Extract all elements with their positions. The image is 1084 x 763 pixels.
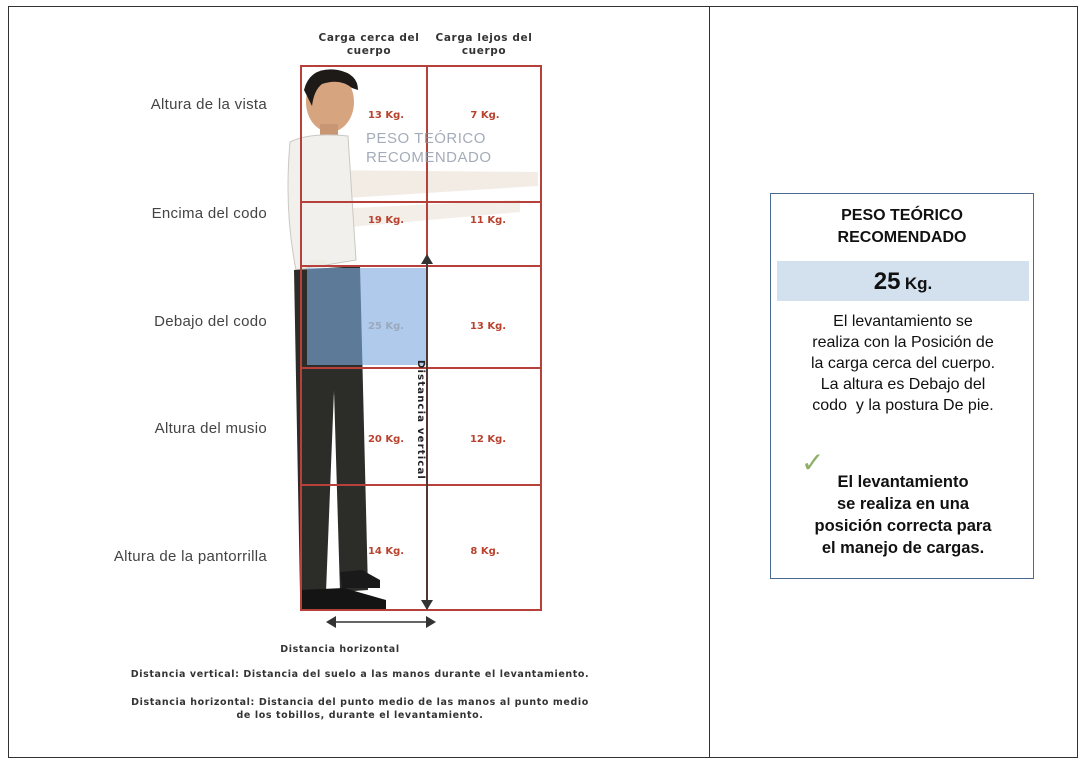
column-header-near: Carga cerca del cuerpo <box>318 32 420 57</box>
cell-far-eye: 7 Kg. <box>470 110 500 121</box>
vertical-distance-label: Distancia vertical <box>415 360 426 481</box>
weight-band: 25 Kg. <box>777 261 1029 301</box>
cell-near-above-elbow: 19 Kg. <box>367 215 405 226</box>
cell-far-thigh: 12 Kg. <box>469 434 507 445</box>
grid-line-2 <box>302 265 540 267</box>
info-title: PESO TEÓRICO RECOMENDADO <box>837 207 967 246</box>
correct-position-message: El levantamiento se realiza en una posic… <box>814 473 992 557</box>
cell-near-below-elbow: 25 Kg. <box>367 321 405 332</box>
cell-far-calf: 8 Kg. <box>470 546 500 557</box>
weight-unit: Kg. <box>904 274 933 293</box>
cell-far-below-elbow: 13 Kg. <box>469 321 507 332</box>
watermark-line-1: PESO TEÓRICO <box>366 130 486 147</box>
horizontal-distance-arrow <box>326 616 436 628</box>
cell-near-calf: 14 Kg. <box>367 546 405 557</box>
info-description: El levantamiento se realiza con la Posic… <box>810 313 996 414</box>
grid-line-3 <box>302 367 540 369</box>
watermark-line-2: RECOMENDADO <box>366 149 492 166</box>
column-header-far: Carga lejos del cuerpo <box>435 32 533 57</box>
recommended-weight-box: PESO TEÓRICO RECOMENDADO 25 Kg. El levan… <box>770 193 1034 579</box>
cell-near-thigh: 20 Kg. <box>367 434 405 445</box>
cell-far-above-elbow: 11 Kg. <box>469 215 507 226</box>
vertical-distance-arrow <box>421 254 433 610</box>
row-label-below-elbow: Debajo del codo <box>154 313 267 330</box>
checkmark-icon: ✓ <box>801 447 825 478</box>
definition-horizontal-line-1: Distancia horizontal: Distancia del punt… <box>131 697 589 708</box>
grid-line-1 <box>302 201 540 203</box>
grid-line-4 <box>302 484 540 486</box>
row-label-calf-height: Altura de la pantorrilla <box>113 548 267 565</box>
row-label-thigh-height: Altura del musio <box>154 420 267 437</box>
definition-horizontal-line-2: de los tobillos, durante el levantamient… <box>236 710 484 721</box>
definition-vertical: Distancia vertical: Distancia del suelo … <box>130 669 590 680</box>
row-label-above-elbow: Encima del codo <box>151 205 267 222</box>
panel-divider <box>709 6 710 758</box>
selected-cell-highlight <box>307 268 427 365</box>
row-label-eye-height: Altura de la vista <box>150 96 267 113</box>
horizontal-distance-label: Distancia horizontal <box>280 644 400 655</box>
weight-value: 25 <box>873 268 901 295</box>
page-frame <box>8 6 1078 758</box>
cell-near-eye: 13 Kg. <box>367 110 405 121</box>
